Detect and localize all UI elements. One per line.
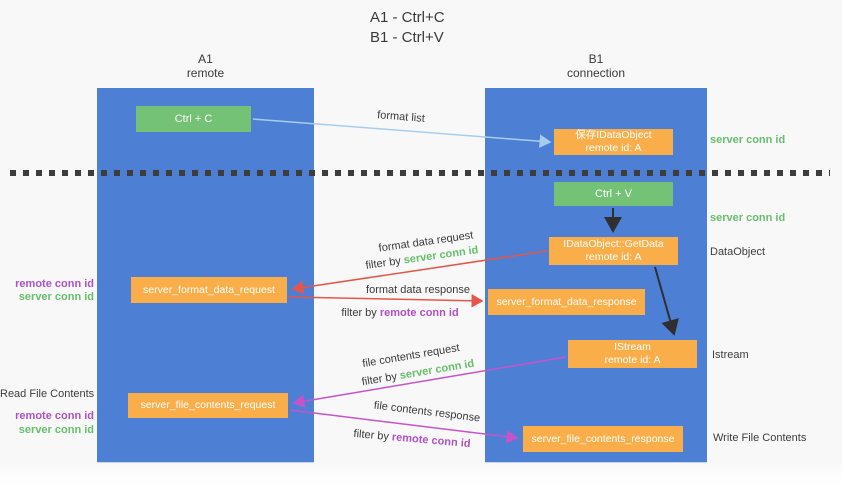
label-file-contents-response: file contents response xyxy=(373,399,481,425)
node-file-response-label: server_file_contents_response xyxy=(531,432,675,445)
title-line-2: B1 - Ctrl+V xyxy=(370,29,444,46)
node-idataobject-getdata: IDataObject::GetData remote id: A xyxy=(549,237,678,265)
annotation-write-file-contents: Write File Contents xyxy=(713,432,807,444)
filter-by-text: filter by xyxy=(353,427,393,444)
node-ctrl-v-label: Ctrl + V xyxy=(595,187,632,200)
node-save-idataobject: 保存IDataObject remote id: A xyxy=(554,129,673,155)
node-ctrl-c-label: Ctrl + C xyxy=(174,112,213,125)
node-save-idataobject-line1: 保存IDataObject xyxy=(575,129,652,141)
node-server-file-contents-response: server_file_contents_response xyxy=(523,426,683,452)
node-format-request-label: server_format_data_request xyxy=(143,283,275,296)
lane-a1-role: remote xyxy=(186,66,225,80)
lane-header-b1: B1 connection xyxy=(485,52,707,80)
node-server-file-contents-request: server_file_contents_request xyxy=(128,393,288,418)
arrow-format-data-response xyxy=(288,294,484,308)
remote-conn-id-text: remote conn id xyxy=(379,307,459,319)
filter-by-text: filter by xyxy=(364,254,405,272)
annotation-server-conn-id-1: server conn id xyxy=(18,291,94,303)
annotation-server-conn-id-2: server conn id xyxy=(18,424,94,436)
lane-header-a1: A1 remote xyxy=(97,52,314,80)
label-filter-remote-conn-2: filter by remote conn id xyxy=(353,428,471,450)
node-istream-line1: IStream xyxy=(614,341,651,353)
node-format-response-label: server_format_data_response xyxy=(496,295,637,308)
title-line-1: A1 - Ctrl+C xyxy=(370,9,445,26)
annotation-server-conn-id-top: server conn id xyxy=(710,134,786,146)
remote-conn-id-text: remote conn id xyxy=(391,431,471,451)
lane-b1-role: connection xyxy=(566,66,626,80)
node-istream: IStream remote id: A xyxy=(568,340,697,368)
node-save-idataobject-line2: remote id: A xyxy=(585,142,642,154)
node-getdata-line2: remote id: A xyxy=(585,251,642,263)
filter-by-text: filter by xyxy=(341,307,380,319)
label-format-data-response: format data response xyxy=(366,284,470,296)
node-ctrl-c: Ctrl + C xyxy=(136,106,251,132)
annotation-server-conn-id-mid: server conn id xyxy=(710,212,786,224)
lane-b1-name: B1 xyxy=(588,52,604,66)
node-server-format-data-request: server_format_data_request xyxy=(131,277,287,303)
node-istream-line2: remote id: A xyxy=(604,354,661,366)
lane-a1-name: A1 xyxy=(198,52,213,66)
label-filter-remote-conn-1: filter by remote conn id xyxy=(341,307,458,319)
annotation-dataobject: DataObject xyxy=(710,246,766,258)
node-getdata-line1: IDataObject::GetData xyxy=(563,238,664,250)
annotation-remote-conn-id-2: remote conn id xyxy=(15,410,94,422)
node-ctrl-v: Ctrl + V xyxy=(554,182,673,206)
node-file-request-label: server_file_contents_request xyxy=(140,399,276,411)
filter-by-text: filter by xyxy=(360,370,401,389)
label-format-list: format list xyxy=(376,109,426,125)
annotation-istream: Istream xyxy=(712,349,749,361)
annotation-remote-conn-id-1: remote conn id xyxy=(15,278,94,290)
diagram-title: A1 - Ctrl+C B1 - Ctrl+V xyxy=(370,8,445,48)
node-server-format-data-response: server_format_data_response xyxy=(488,289,645,315)
annotation-read-file-contents: Read File Contents xyxy=(0,388,95,400)
